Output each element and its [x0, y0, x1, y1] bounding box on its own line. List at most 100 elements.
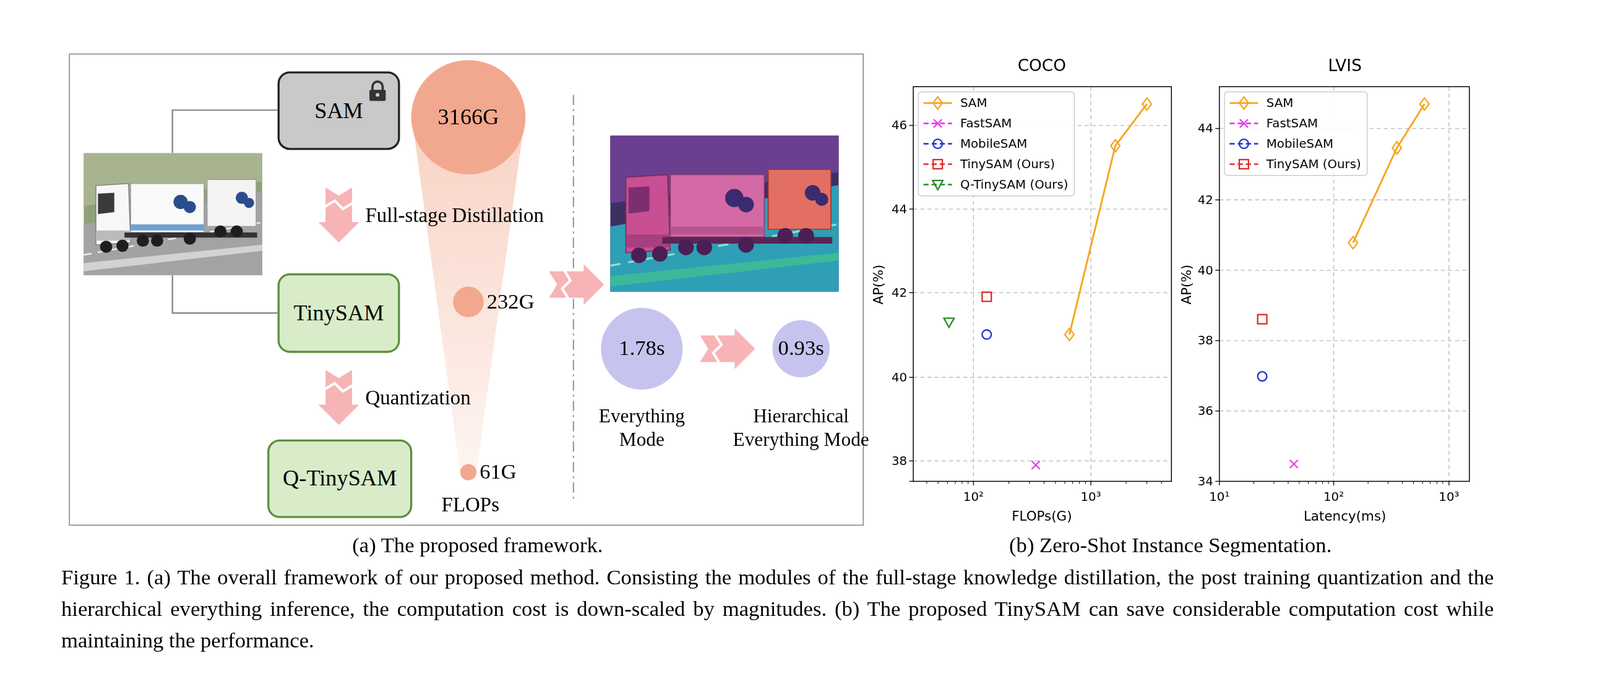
axis-label: FLOPs [441, 493, 500, 517]
data-marker [1257, 371, 1268, 382]
data-marker [933, 139, 943, 149]
chart-area [908, 86, 1469, 486]
legend-label: FastSAM [1266, 116, 1318, 131]
legend-line [923, 163, 953, 166]
legend-line [1229, 142, 1258, 145]
node-label: Q-TinySAM [282, 465, 397, 492]
grid-line [1090, 86, 1091, 482]
arrow-body [318, 187, 360, 243]
node-label: 0.93s [778, 337, 825, 361]
legend-label: MobileSAM [1266, 136, 1334, 151]
data-marker [1239, 139, 1249, 149]
data-marker [933, 97, 943, 110]
mode-label: Everything Mode [585, 404, 698, 452]
flow-arrow [318, 369, 360, 426]
input-line [172, 275, 278, 314]
tick-label: 38 [891, 454, 908, 469]
model-box: Q-TinySAM [267, 439, 413, 518]
panel-frame [69, 53, 864, 526]
arrow-break [324, 201, 353, 210]
node-label: TinySAM [293, 300, 385, 327]
tick-label: 42 [1197, 193, 1214, 208]
axis-title: Latency(ms) [1303, 508, 1387, 525]
grid-line [1219, 340, 1470, 341]
tick-label: 36 [1197, 404, 1214, 419]
time-circle: 1.78sEverything Mode [600, 308, 683, 390]
legend-frames [918, 91, 1367, 196]
truck-photo [83, 152, 263, 276]
tick-label: 40 [1197, 263, 1214, 278]
time-circle: 0.93sHierarchical Everything Mode [772, 320, 830, 378]
data-marker [1257, 314, 1268, 325]
tick-label: 34 [1197, 474, 1214, 489]
segmented-truck-photo [610, 135, 839, 292]
legend-label: TinySAM (Ours) [960, 157, 1055, 172]
flops-circle: 61G [460, 464, 477, 481]
tick-label: 10³ [1080, 490, 1101, 505]
tick-label: 44 [1197, 121, 1214, 136]
legend-frame [918, 91, 1075, 196]
tick-label: 10² [1323, 490, 1344, 505]
flow-arrow [318, 187, 360, 243]
arrow-body [699, 328, 755, 370]
chart-axes [1215, 86, 1470, 486]
chart-title: LVIS [1327, 55, 1362, 75]
grid-line [913, 377, 1172, 379]
output-arrow [548, 264, 604, 306]
tick-label: 42 [891, 285, 908, 301]
tick-label: 46 [891, 118, 908, 133]
legend-line [923, 142, 953, 145]
arrow-break [562, 270, 571, 299]
flow-arrow [699, 328, 755, 370]
node-label: 232G [486, 290, 535, 314]
data-marker [1064, 328, 1075, 341]
node-label: 3166G [438, 105, 500, 130]
model-box: TinySAM [277, 273, 401, 354]
node-label: 61G [479, 460, 517, 485]
data-marker [933, 119, 942, 128]
edge-label: Full-stage Distillation [365, 203, 544, 228]
grid-line [913, 460, 1172, 462]
grid-line [1448, 86, 1450, 482]
data-marker [981, 330, 992, 340]
data-marker [1110, 139, 1120, 153]
legend-line [923, 102, 953, 104]
data-marker [1392, 141, 1402, 155]
node-label: SAM [314, 97, 364, 125]
data-marker [981, 292, 992, 302]
mode-label: Hierarchical Everything Mode [724, 404, 878, 452]
figure-caption: Figure 1. (a) The overall framework of o… [61, 562, 1495, 658]
circle-shape [460, 464, 477, 481]
axis-title: AP(%) [1179, 264, 1195, 306]
grid-line [1219, 199, 1470, 201]
legend-label: MobileSAM [960, 136, 1028, 151]
axis-title: AP(%) [871, 264, 887, 306]
legend-samples [923, 97, 1259, 190]
legend-label: FastSAM [960, 116, 1012, 131]
legend-label: SAM [960, 95, 988, 111]
tick-label: 40 [891, 370, 908, 385]
tick-label: 44 [891, 202, 908, 217]
axes-frame [913, 86, 1172, 482]
flops-circle: 3166G [411, 60, 526, 175]
grid-line [1219, 269, 1470, 271]
grid-line [913, 208, 1172, 210]
subfigure-caption: (b) Zero-Shot Instance Segmentation. [1009, 533, 1332, 559]
circle-shape [452, 286, 484, 317]
arrow-break [324, 383, 353, 392]
arrow-break [713, 334, 722, 364]
arrow-body [548, 264, 604, 306]
data-marker [933, 159, 943, 169]
tick-label: 10¹ [1208, 490, 1230, 505]
legend-line [923, 183, 953, 186]
data-marker [1239, 119, 1248, 128]
chart-title: COCO [1017, 55, 1067, 75]
grid-line [1219, 410, 1470, 412]
arrow-body [318, 369, 360, 426]
data-marker [932, 180, 943, 190]
data-marker [1239, 97, 1249, 110]
node-label: 1.78s [618, 337, 665, 361]
chart-axes [908, 86, 1172, 486]
flops-circle: 232G [452, 286, 484, 317]
